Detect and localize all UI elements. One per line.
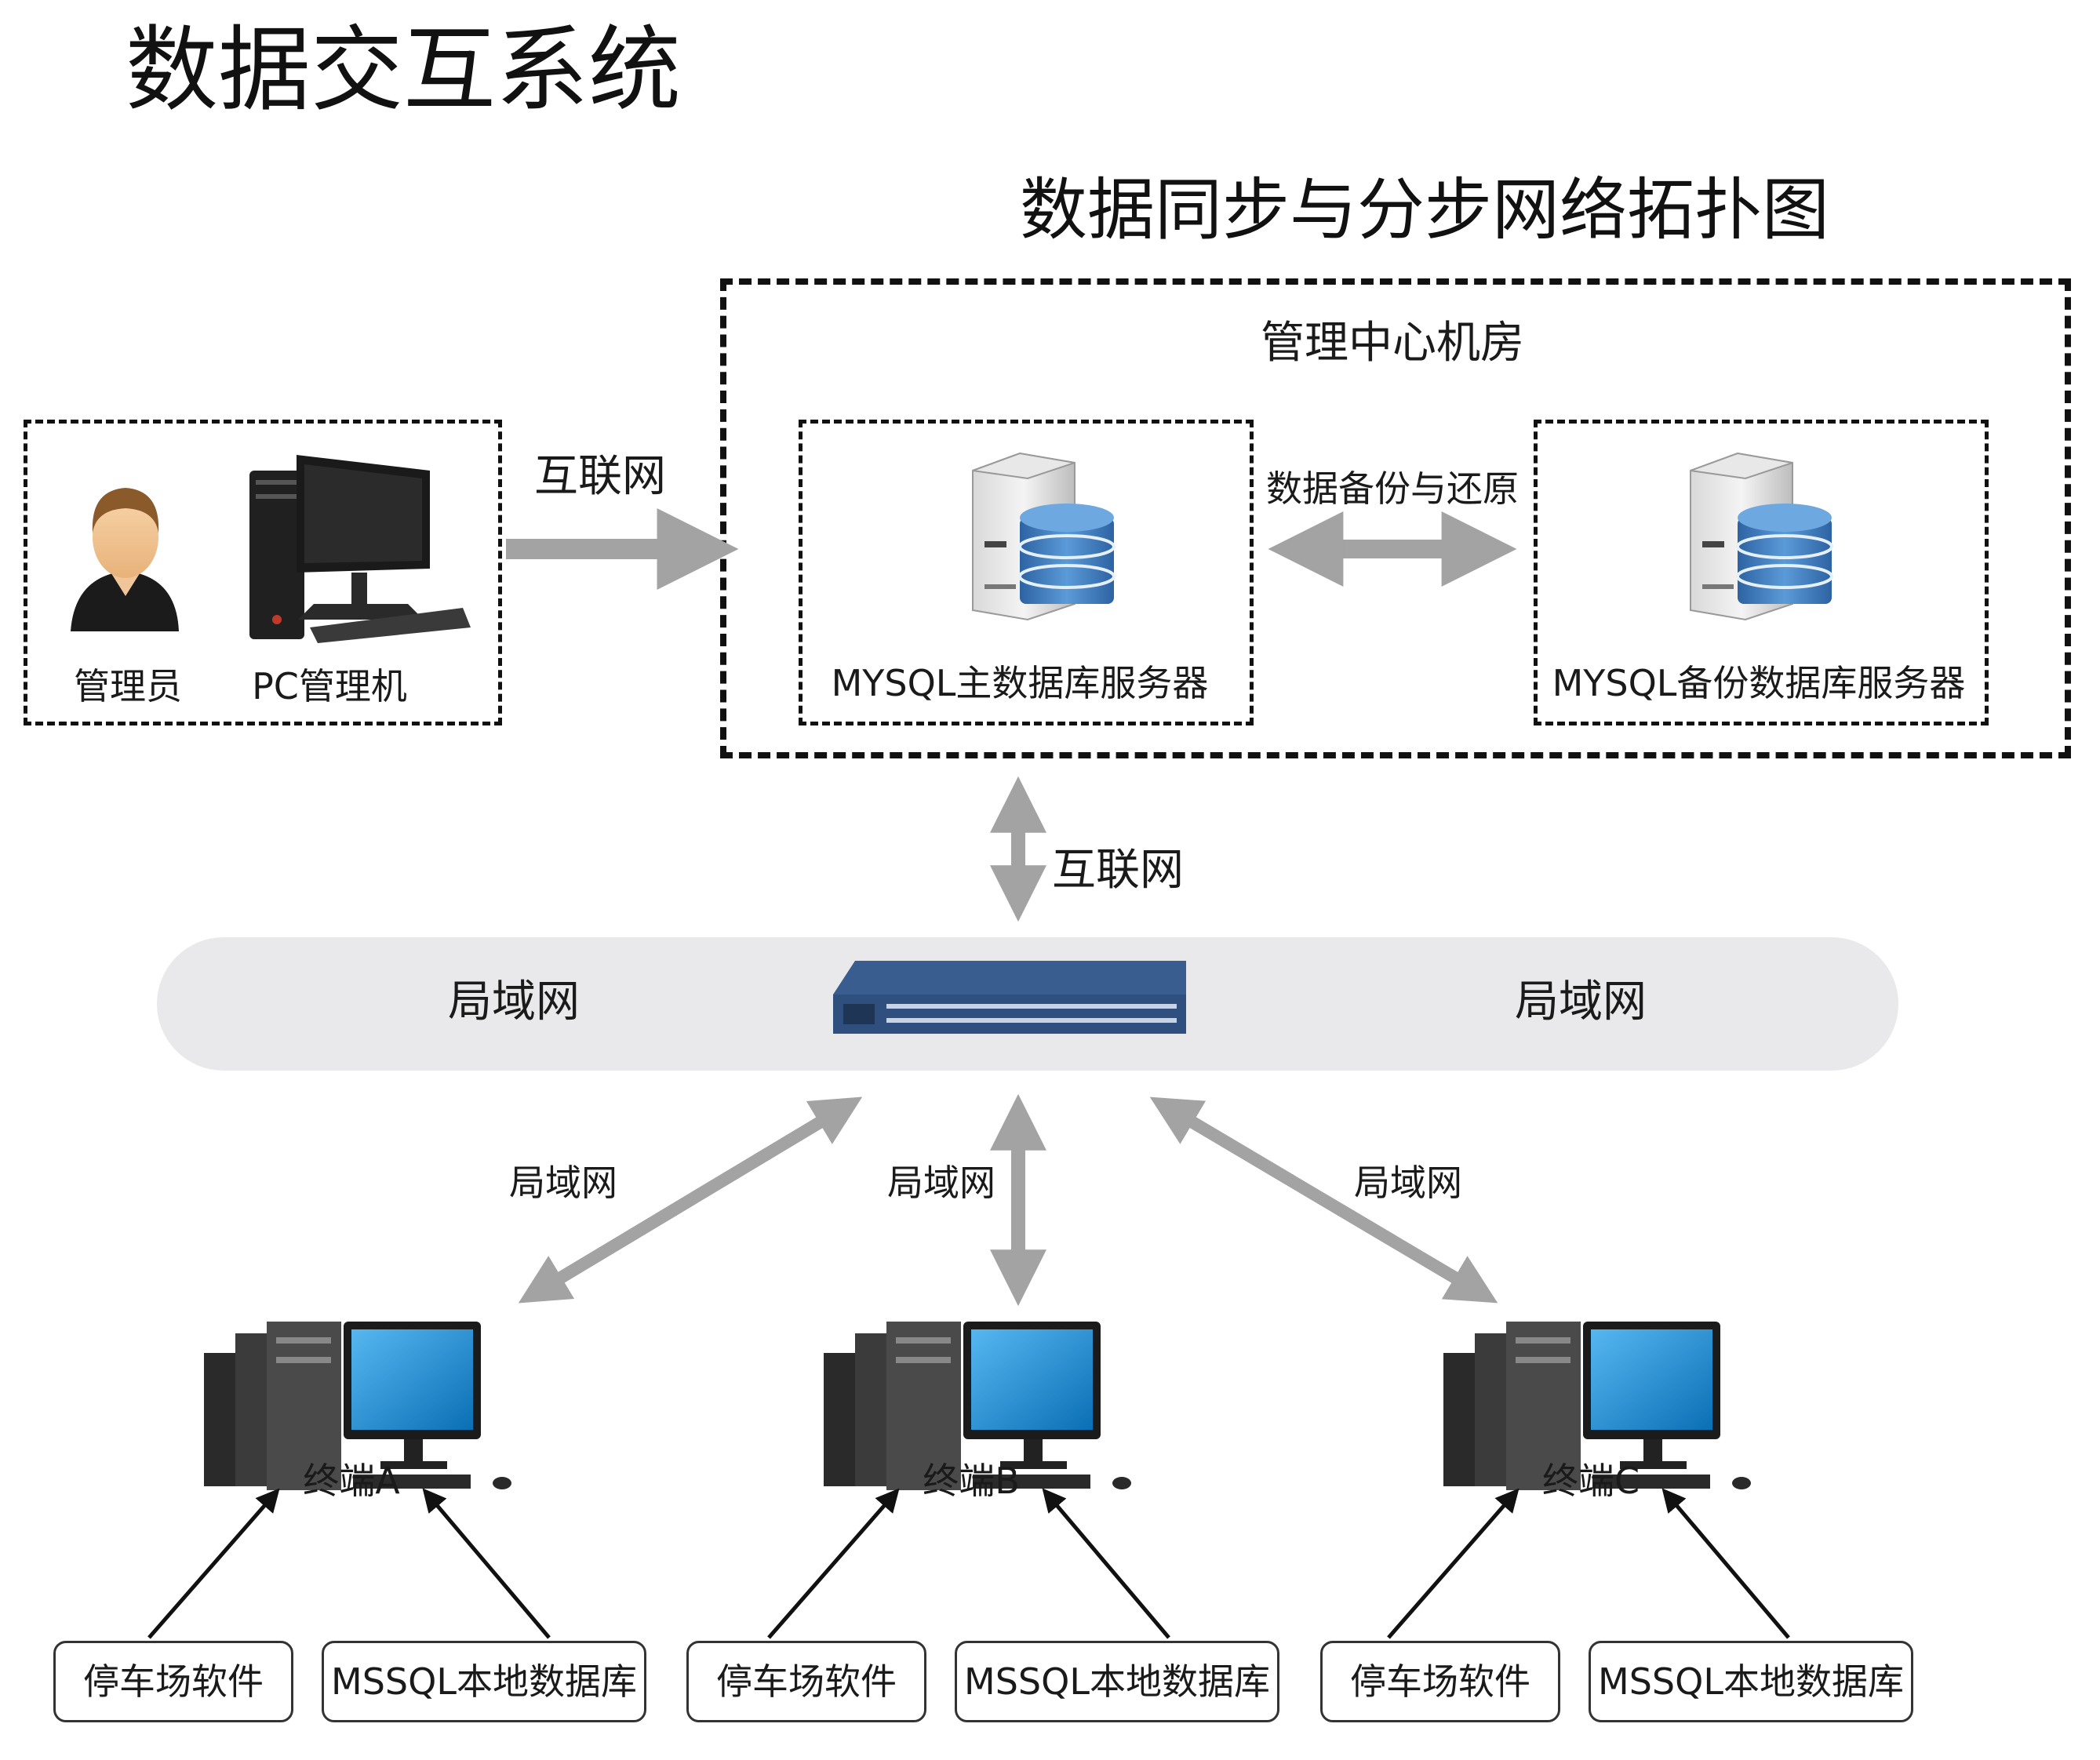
admin-person-icon <box>71 488 179 631</box>
terminal-b-software-box <box>686 1641 926 1722</box>
terminal-b-db-box <box>955 1641 1279 1722</box>
backup-server-box <box>1534 420 1989 725</box>
terminal-c-db-label: MSSQL本地数据库 <box>1598 1660 1904 1703</box>
page-title: 数据交互系统 <box>126 16 682 124</box>
arrows-black <box>147 1488 1790 1639</box>
terminal-b-software-label: 停车场软件 <box>716 1660 897 1703</box>
terminal-a-icon <box>204 1322 511 1490</box>
link-c-label: 局域网 <box>1354 1162 1462 1204</box>
c-db-arrow <box>1661 1488 1790 1639</box>
pc-icon <box>249 455 471 643</box>
arrows-gray <box>506 508 1517 1307</box>
admin-group-box <box>24 420 502 725</box>
primary-server-label: MYSQL主数据库服务器 <box>831 662 1209 704</box>
lan-right-label: 局域网 <box>1515 976 1647 1027</box>
pc-label: PC管理机 <box>252 665 407 707</box>
terminal-b-icon <box>824 1322 1131 1490</box>
c-software-arrow <box>1387 1488 1519 1639</box>
backup-link-label: 数据备份与还原 <box>1266 467 1519 510</box>
terminal-c-icon <box>1443 1322 1751 1490</box>
terminal-a-db-label: MSSQL本地数据库 <box>331 1660 637 1703</box>
lan-left-label: 局域网 <box>448 976 580 1027</box>
backup-server-label: MYSQL备份数据库服务器 <box>1552 662 1966 704</box>
terminal-b-label: 终端B <box>923 1460 1020 1502</box>
a-software-arrow <box>147 1488 280 1639</box>
b-db-arrow <box>1042 1488 1170 1639</box>
admin-label: 管理员 <box>74 665 182 707</box>
primary-server-box <box>799 420 1254 725</box>
terminal-a-software-label: 停车场软件 <box>83 1660 264 1703</box>
link-a-arrow <box>518 1096 863 1304</box>
terminal-c-label: 终端C <box>1541 1460 1640 1502</box>
admin-link-label: 互联网 <box>534 451 666 502</box>
primary-server-icon <box>972 452 1116 621</box>
uplink-label: 互联网 <box>1052 845 1184 896</box>
link-a-label: 局域网 <box>509 1162 617 1204</box>
a-db-arrow <box>422 1488 551 1639</box>
link-c-arrow <box>1149 1096 1498 1304</box>
terminal-c-db-box <box>1589 1641 1913 1722</box>
network-switch-icon <box>833 961 1186 1034</box>
terminal-c-software-box <box>1320 1641 1560 1722</box>
terminal-a-software-box <box>53 1641 293 1722</box>
backup-server-icon <box>1690 452 1833 621</box>
link-b-label: 局域网 <box>887 1162 995 1204</box>
center-title: 管理中心机房 <box>1261 318 1524 369</box>
terminal-a-label: 终端A <box>303 1460 400 1502</box>
b-software-arrow <box>767 1488 900 1639</box>
terminal-b-db-label: MSSQL本地数据库 <box>964 1660 1270 1703</box>
terminal-c-software-label: 停车场软件 <box>1350 1660 1530 1703</box>
terminal-a-db-box <box>322 1641 646 1722</box>
diagram-title: 数据同步与分步网络拓扑图 <box>1020 171 1829 249</box>
